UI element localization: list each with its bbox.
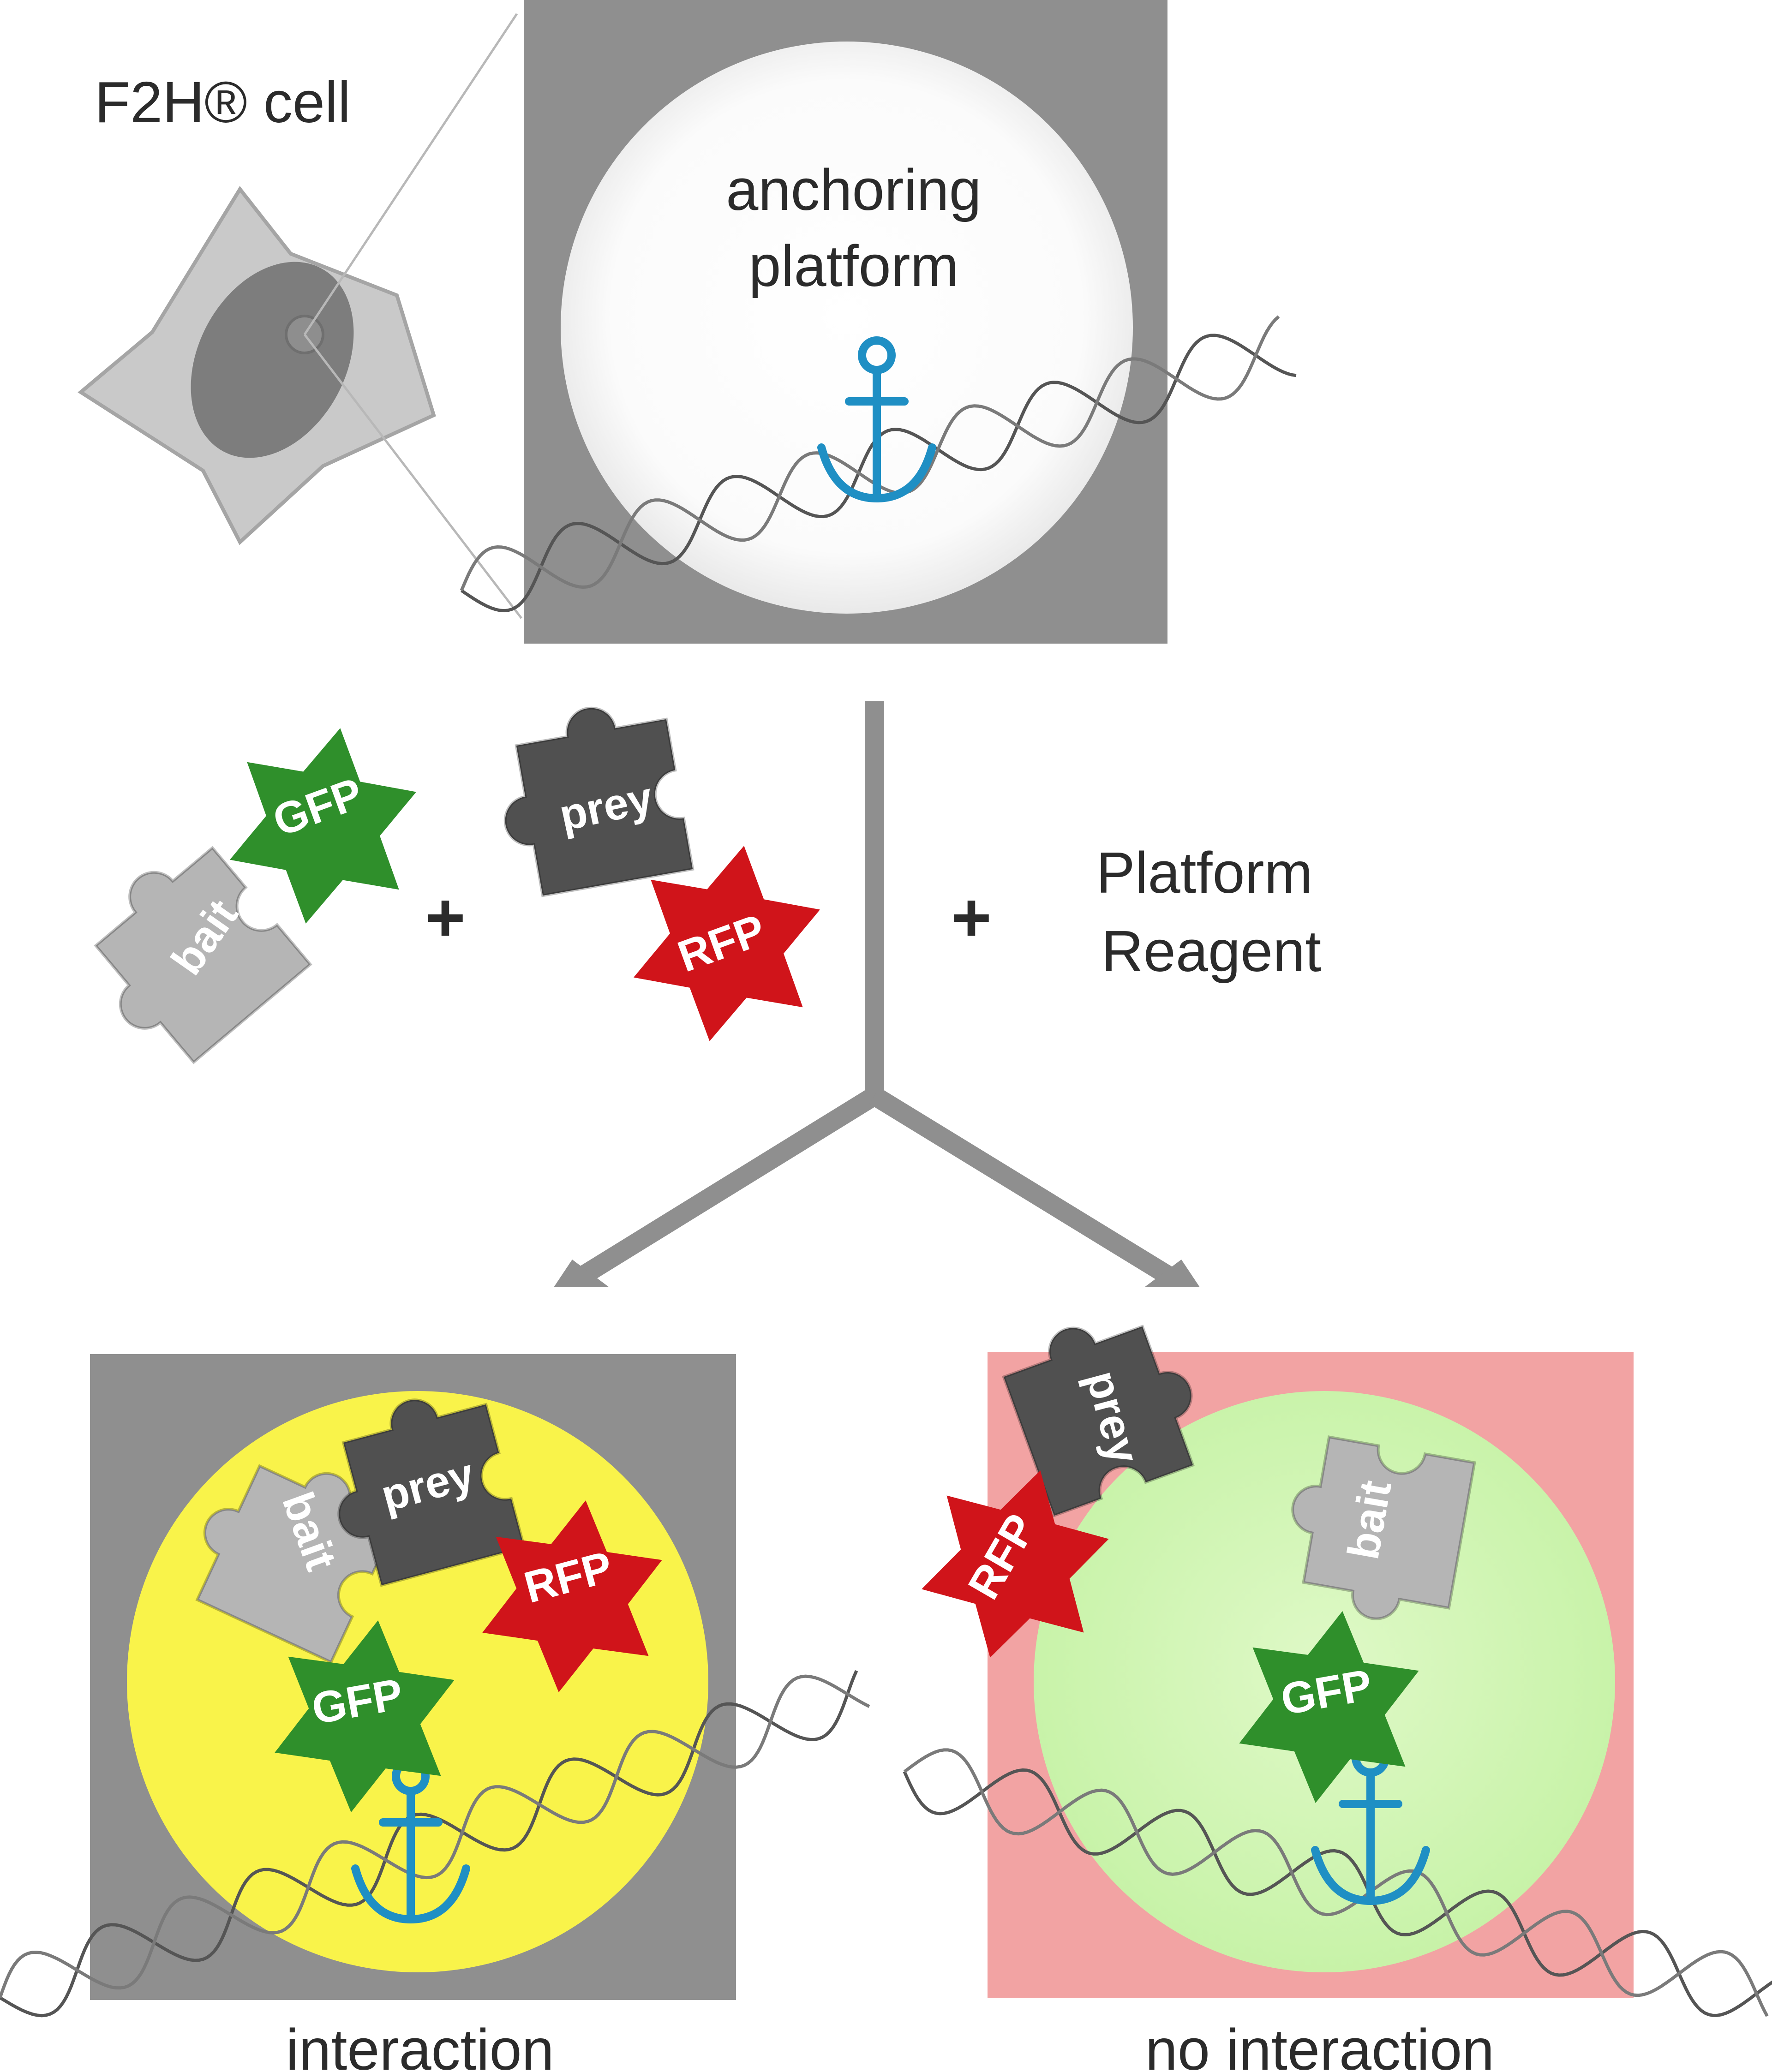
plus-sign-2: + — [951, 878, 992, 956]
puzzle-piece-icon — [337, 1398, 526, 1587]
dna-strand — [461, 334, 1297, 613]
zoom-line-bottom — [304, 334, 522, 619]
arrowhead-right — [1144, 1260, 1200, 1287]
star-shape — [1239, 1611, 1419, 1803]
rfp-star — [634, 846, 820, 1041]
rfp-star — [482, 1500, 662, 1692]
puzzle-piece-icon — [503, 706, 694, 897]
prey-puzzle-piece — [1002, 1325, 1195, 1517]
prey-puzzle-piece — [503, 706, 694, 897]
anchor-arms — [1311, 1846, 1430, 1905]
star-shape — [230, 728, 416, 924]
arrowhead-left — [554, 1260, 609, 1287]
puzzle-piece-icon — [1002, 1325, 1195, 1517]
plus-sign-1: + — [425, 878, 466, 956]
platform-reagent-line2: Reagent — [1102, 919, 1321, 984]
anchor-arms — [817, 443, 936, 503]
gfp-star — [275, 1620, 455, 1812]
platform-label-line1: anchoring — [726, 157, 981, 222]
cell-icon — [78, 186, 436, 545]
prey-puzzle-piece — [337, 1398, 526, 1587]
platform-reagent-line1: Platform — [1096, 840, 1312, 905]
dna-helix-icon — [0, 1670, 870, 2018]
rfp-star — [922, 1470, 1109, 1658]
star-shape — [482, 1500, 662, 1692]
bait-puzzle-piece — [94, 846, 312, 1064]
dna-helix-icon — [903, 1748, 1772, 2017]
branch-arrows — [574, 701, 1177, 1286]
star-shape — [634, 846, 820, 1041]
puzzle-piece-icon — [1291, 1435, 1476, 1620]
dna-strand — [903, 1768, 1772, 2017]
interaction-label: interaction — [286, 2017, 554, 2070]
anchor-icon — [817, 336, 936, 503]
gfp-star — [1239, 1611, 1419, 1803]
platform-nucleus — [561, 42, 1133, 614]
gfp-star — [230, 728, 416, 924]
dna-strand — [903, 1748, 1769, 2017]
dna-strand — [0, 1670, 858, 2018]
zoom-line-top — [303, 13, 518, 335]
star-shape — [275, 1620, 455, 1812]
star-shape — [922, 1470, 1109, 1658]
platform-label-line2: platform — [748, 233, 958, 299]
dna-strand — [0, 1674, 870, 1999]
puzzle-piece-icon — [94, 846, 312, 1064]
cell-label: F2H® cell — [95, 70, 351, 135]
bait-puzzle-piece — [1291, 1435, 1476, 1620]
no-interaction-label: no interaction — [1145, 2017, 1495, 2070]
anchor-icon — [1311, 1739, 1430, 1905]
anchor-arms — [351, 1864, 470, 1924]
